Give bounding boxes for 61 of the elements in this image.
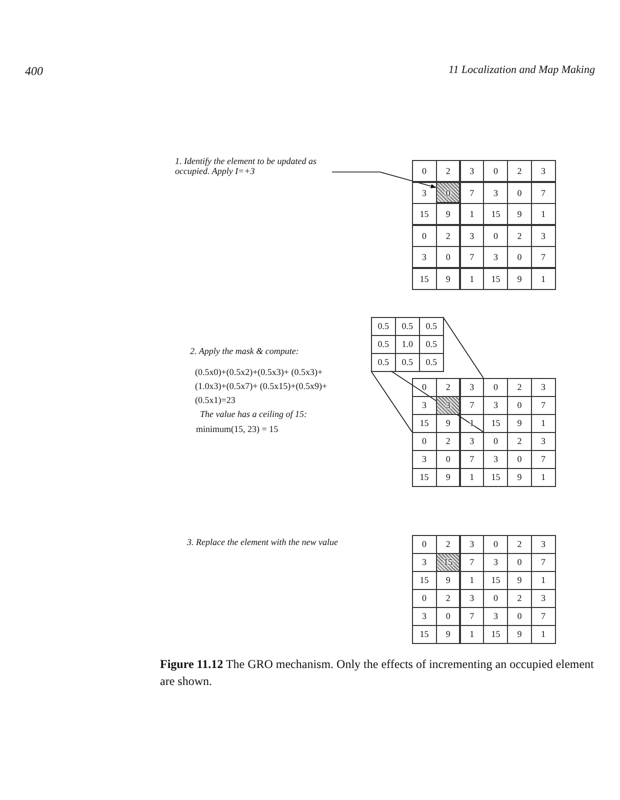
- projection-line: [390, 370, 484, 432]
- table-cell: 3: [436, 396, 460, 415]
- table-cell: 7: [531, 182, 556, 204]
- table-cell: 15: [436, 553, 460, 572]
- table-cell: 9: [436, 268, 460, 290]
- step-text: 3. Replace the element with the new value: [187, 537, 339, 547]
- number-grid: [412, 160, 555, 289]
- step-heading: 2. Apply the mask & compute:: [190, 346, 300, 356]
- table-cell: 9: [436, 625, 460, 644]
- table-cell: 3: [460, 378, 484, 397]
- table-cell: 3: [531, 378, 556, 397]
- table-cell: 1: [460, 268, 484, 290]
- projection-line: [370, 370, 412, 432]
- table-cell: 0: [412, 535, 437, 554]
- table-cell: 15: [483, 268, 508, 290]
- table-cell: 0.5: [419, 317, 444, 336]
- running-header: 11 Localization and Map Making: [448, 64, 595, 76]
- table-cell: 0: [412, 160, 437, 182]
- table-cell: 3: [460, 535, 484, 554]
- leader-arrow: [332, 172, 436, 188]
- table-cell: 9: [436, 203, 460, 226]
- number-grid: [412, 378, 555, 486]
- table-cell: 0: [436, 246, 460, 268]
- mask-grid: [371, 317, 443, 371]
- table-cell: 1: [531, 268, 556, 290]
- formula-text: minimum(15, 23) = 15: [196, 424, 280, 434]
- table-cell: 3: [531, 535, 556, 554]
- table-cell: 1: [531, 203, 556, 226]
- formula-text: (0.5x0)+(0.5x2)+(0.5x3)+ (0.5x3)+(1.0x3)+(0.5x7)+ (0.5x15)+(0.5x9)+(0.5x1)=23: [195, 366, 328, 407]
- table-cell: 0: [412, 378, 437, 397]
- table-cell: 0: [412, 224, 437, 247]
- table-cell: 15: [412, 203, 437, 226]
- table-cell: 15: [412, 468, 437, 487]
- table-cell: 1: [460, 203, 484, 226]
- table-cell: 1: [531, 625, 556, 644]
- table-cell: 7: [460, 246, 484, 268]
- table-cell: 3: [531, 224, 556, 247]
- table-cell: 1: [460, 468, 484, 487]
- figure-caption: Figure 11.12 The GRO mechanism. Only the effects of incrementing an occupied element are shown.: [160, 656, 595, 690]
- table-cell: 9: [436, 468, 460, 487]
- step-text: 1. Identify the element to be updated as occupied. Apply I=+3: [175, 156, 330, 176]
- table-cell: 3: [460, 160, 484, 182]
- table-cell: 9: [507, 268, 532, 290]
- table-cell: 1: [460, 625, 484, 644]
- table-cell: 3: [412, 246, 437, 268]
- note-text: The value has a ceiling of 15:: [200, 409, 308, 419]
- table-cell: 2: [507, 160, 532, 182]
- page-number: 400: [25, 64, 43, 79]
- table-cell: 3: [531, 160, 556, 182]
- table-cell: 0.5: [371, 353, 396, 372]
- table-cell: 1: [531, 468, 556, 487]
- table-cell: 0.5: [371, 317, 396, 336]
- table-cell: 0.5: [419, 353, 444, 372]
- table-cell: 0: [483, 160, 508, 182]
- table-cell: 2: [436, 224, 460, 247]
- table-cell: 2: [436, 160, 460, 182]
- table-cell: 7: [531, 246, 556, 268]
- table-cell: 15: [412, 268, 437, 290]
- table-cell: 15: [412, 625, 437, 644]
- table-cell: 3: [460, 224, 484, 247]
- projection-line: [442, 316, 484, 378]
